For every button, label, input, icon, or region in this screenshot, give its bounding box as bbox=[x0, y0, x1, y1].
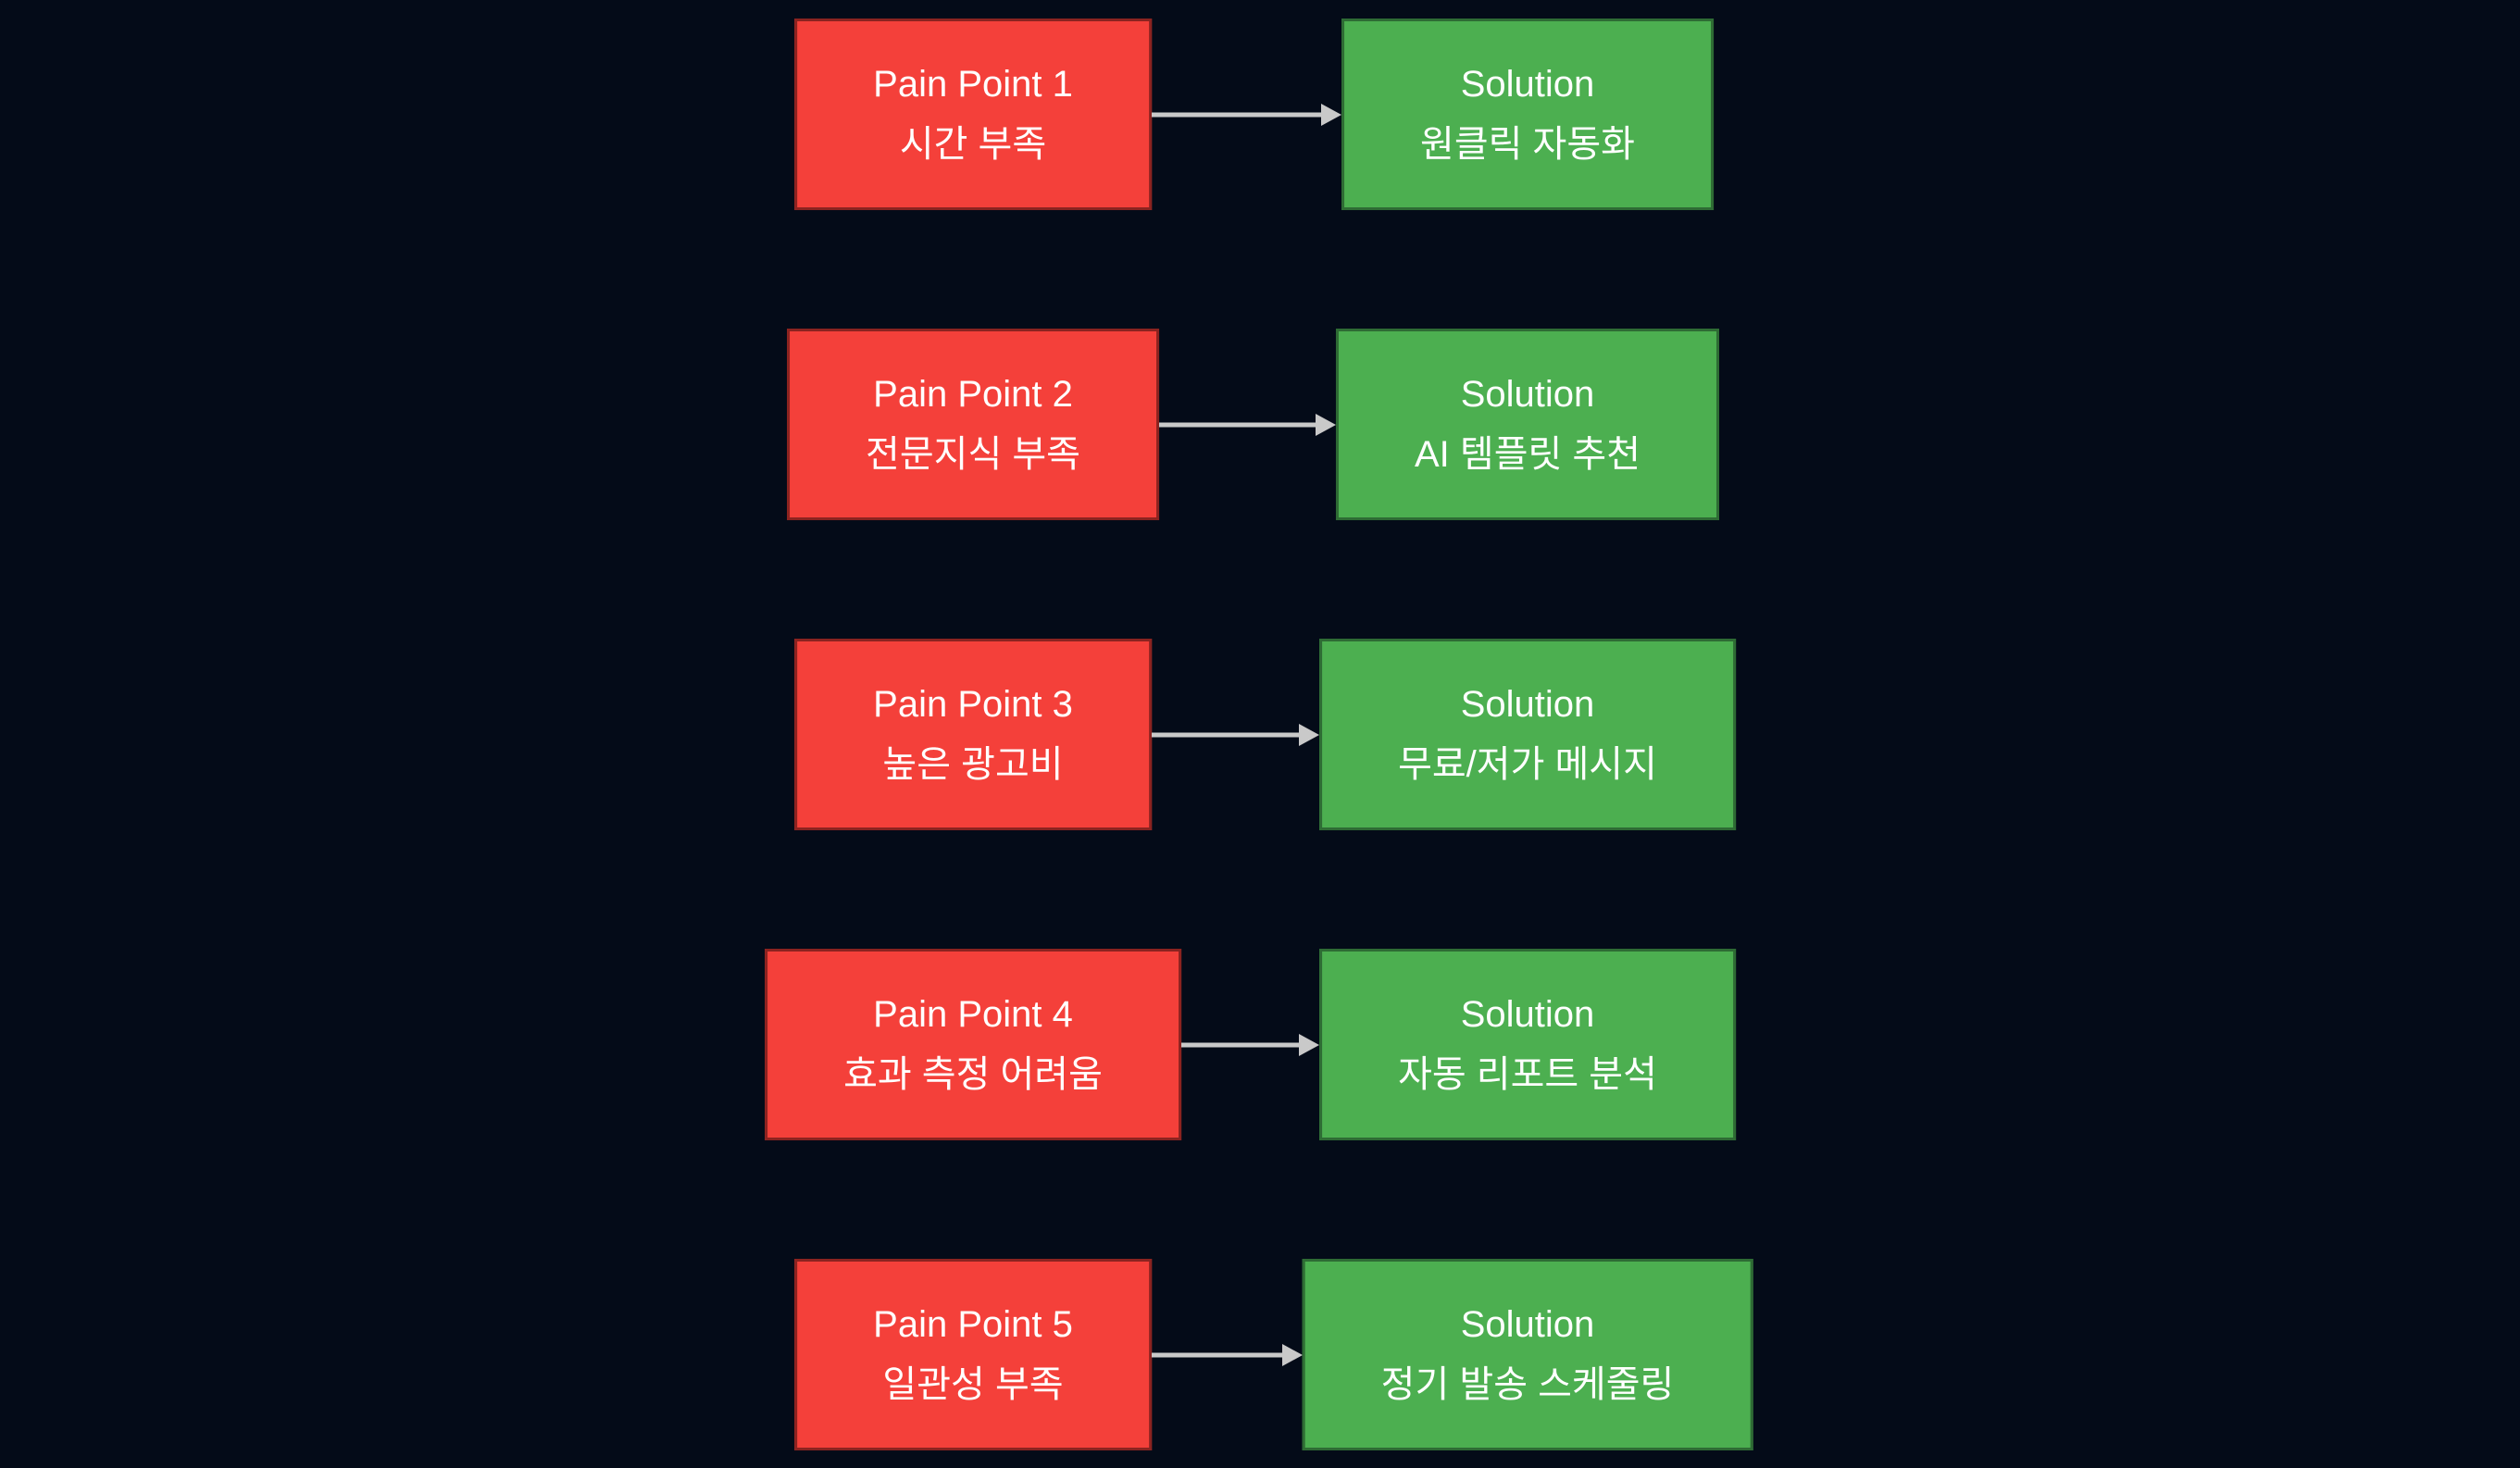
pain-point-title: Pain Point 2 bbox=[873, 373, 1073, 415]
solution-detail: 원클릭 자동화 bbox=[1420, 123, 1635, 165]
pain-point-node: Pain Point 5 일관성 부족 bbox=[794, 1259, 1152, 1450]
arrow-head-icon bbox=[1321, 103, 1342, 126]
solution-node: Solution 자동 리포트 분석 bbox=[1319, 949, 1736, 1140]
diagram-row: Pain Point 2 전문지식 부족 Solution AI 템플릿 추천 bbox=[0, 329, 2520, 520]
solution-node: Solution 원클릭 자동화 bbox=[1341, 19, 1714, 210]
arrow-line bbox=[1180, 1042, 1304, 1047]
pain-point-node: Pain Point 1 시간 부족 bbox=[794, 19, 1152, 210]
diagram-row: Pain Point 5 일관성 부족 Solution 정기 발송 스케줄링 bbox=[0, 1259, 2520, 1450]
solution-node: Solution AI 템플릿 추천 bbox=[1335, 329, 1720, 520]
solution-detail: 무료/저가 메시지 bbox=[1398, 743, 1657, 785]
arrow-connector bbox=[1151, 723, 1320, 746]
pain-point-node: Pain Point 4 효과 측정 어려움 bbox=[765, 949, 1181, 1140]
arrow-connector bbox=[1151, 1343, 1303, 1366]
arrow-line bbox=[1151, 732, 1304, 737]
solution-node: Solution 무료/저가 메시지 bbox=[1319, 639, 1736, 830]
solution-title: Solution bbox=[1460, 993, 1595, 1035]
solution-title: Solution bbox=[1460, 1303, 1595, 1345]
pain-point-title: Pain Point 4 bbox=[873, 993, 1073, 1035]
pain-point-title: Pain Point 3 bbox=[873, 683, 1073, 725]
arrow-line bbox=[1158, 422, 1319, 427]
pain-point-title: Pain Point 1 bbox=[873, 63, 1073, 105]
pain-point-title: Pain Point 5 bbox=[873, 1303, 1073, 1345]
diagram-row: Pain Point 4 효과 측정 어려움 Solution 자동 리포트 분… bbox=[0, 949, 2520, 1140]
arrow-line bbox=[1151, 112, 1326, 117]
solution-title: Solution bbox=[1460, 373, 1595, 415]
arrow-connector bbox=[1180, 1033, 1320, 1056]
pain-point-detail: 시간 부족 bbox=[899, 123, 1047, 165]
arrow-connector bbox=[1158, 413, 1336, 436]
diagram-row: Pain Point 1 시간 부족 Solution 원클릭 자동화 bbox=[0, 19, 2520, 210]
arrow-line bbox=[1151, 1352, 1286, 1357]
solution-node: Solution 정기 발송 스케줄링 bbox=[1302, 1259, 1753, 1450]
arrow-connector bbox=[1151, 103, 1342, 126]
diagram-row: Pain Point 3 높은 광고비 Solution 무료/저가 메시지 bbox=[0, 639, 2520, 830]
pain-point-detail: 일관성 부족 bbox=[882, 1363, 1064, 1405]
pain-point-detail: 전문지식 부족 bbox=[866, 433, 1080, 475]
solution-title: Solution bbox=[1460, 683, 1595, 725]
solution-detail: 자동 리포트 분석 bbox=[1398, 1053, 1657, 1095]
arrow-head-icon bbox=[1281, 1343, 1303, 1366]
solution-detail: AI 템플릿 추천 bbox=[1414, 433, 1641, 475]
pain-point-node: Pain Point 3 높은 광고비 bbox=[794, 639, 1152, 830]
solution-detail: 정기 발송 스케줄링 bbox=[1380, 1363, 1675, 1405]
solution-title: Solution bbox=[1460, 63, 1595, 105]
arrow-head-icon bbox=[1299, 723, 1320, 746]
arrow-head-icon bbox=[1299, 1033, 1320, 1056]
pain-point-node: Pain Point 2 전문지식 부족 bbox=[787, 329, 1159, 520]
arrow-head-icon bbox=[1315, 413, 1336, 436]
pain-point-detail: 높은 광고비 bbox=[882, 743, 1064, 785]
pain-point-detail: 효과 측정 어려움 bbox=[843, 1053, 1103, 1095]
